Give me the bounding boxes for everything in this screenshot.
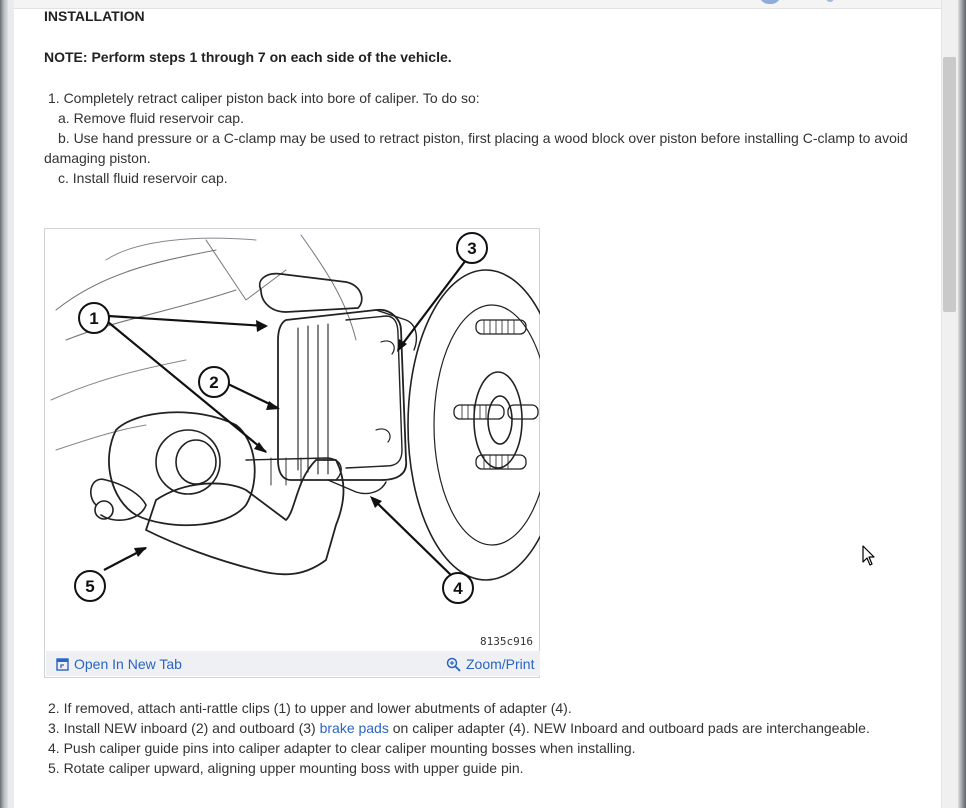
step-1b-cont: damaging piston. <box>44 150 151 166</box>
zoom-print-link[interactable]: Zoom/Print <box>446 656 534 672</box>
window-frame-left <box>0 0 8 808</box>
callout-3: 3 <box>467 239 476 258</box>
open-new-tab-label: Open In New Tab <box>74 656 182 672</box>
toolbar-icon-partial-2[interactable] <box>826 0 834 2</box>
step-3-text-a: 3. Install NEW inboard (2) and outboard … <box>48 720 320 736</box>
step-1b: b. Use hand pressure or a C-clamp may be… <box>58 130 908 146</box>
zoom-print-label: Zoom/Print <box>466 656 535 672</box>
mouse-cursor-icon <box>862 545 875 566</box>
open-new-tab-link[interactable]: Open In New Tab <box>56 656 182 672</box>
installation-figure: 1 2 3 4 5 8135c916 Open In New Tab Zoom/… <box>44 228 540 678</box>
step-3-text-b: on caliper adapter (4). NEW Inboard and … <box>388 720 870 736</box>
window-frame-left-inner <box>8 0 14 808</box>
section-heading: INSTALLATION <box>44 8 145 24</box>
step-1a: a. Remove fluid reservoir cap. <box>58 110 244 126</box>
step-1: 1. Completely retract caliper piston bac… <box>48 90 480 106</box>
figure-toolbar: Open In New Tab Zoom/Print <box>46 651 540 676</box>
callout-2: 2 <box>209 373 218 392</box>
step-5: 5. Rotate caliper upward, aligning upper… <box>48 760 524 776</box>
note-text: NOTE: Perform steps 1 through 7 on each … <box>44 49 452 65</box>
callout-5: 5 <box>85 577 94 596</box>
open-tab-icon <box>56 657 69 671</box>
step-1c: c. Install fluid reservoir cap. <box>58 170 228 186</box>
brake-pads-link[interactable]: brake pads <box>319 720 389 736</box>
brake-caliper-illustration[interactable]: 1 2 3 4 5 <box>46 230 540 652</box>
window-frame-right <box>958 0 966 808</box>
scrollbar-thumb[interactable] <box>943 57 956 312</box>
step-2: 2. If removed, attach anti-rattle clips … <box>48 700 572 716</box>
callout-4: 4 <box>453 579 463 598</box>
top-toolbar-edge <box>14 0 941 9</box>
step-4: 4. Push caliper guide pins into caliper … <box>48 740 636 756</box>
toolbar-icon-partial[interactable] <box>759 0 781 4</box>
zoom-icon <box>446 657 461 672</box>
figure-id: 8135c916 <box>480 635 533 648</box>
step-3: 3. Install NEW inboard (2) and outboard … <box>48 718 870 738</box>
callout-1: 1 <box>89 309 98 328</box>
